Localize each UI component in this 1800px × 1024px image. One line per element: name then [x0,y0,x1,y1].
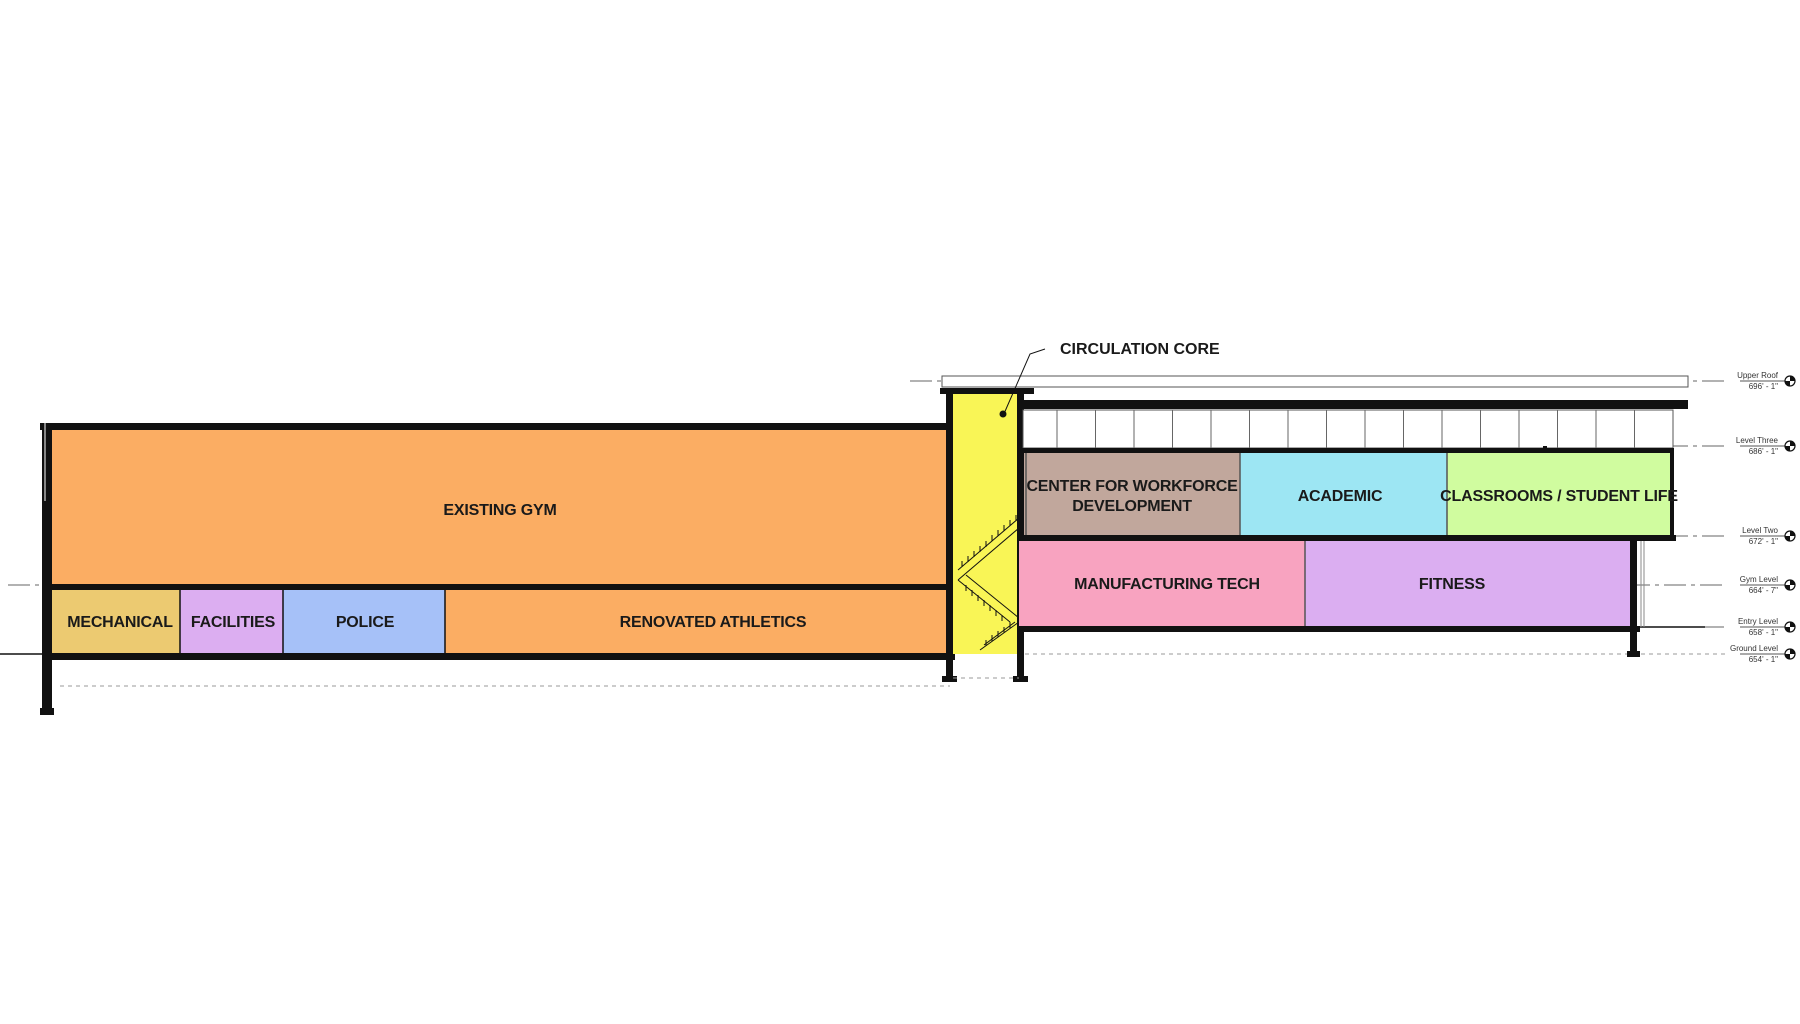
level-datum-fill [1785,531,1795,541]
level-marker: Level Two 672' - 1" [1740,526,1796,546]
level-marker: Entry Level 658' - 1" [1738,617,1796,637]
level-name: Level Three [1736,436,1779,445]
stair-treads [961,515,1017,646]
level-name: Ground Level [1730,644,1778,653]
floor-slab-level-two [1020,535,1676,541]
stair-icon [957,515,1020,651]
label-facilities: FACILITIES [191,614,276,631]
label-workforce-line2: DEVELOPMENT [1072,498,1192,515]
floor-slab-ground [46,653,955,660]
level-elevation: 672' - 1" [1749,537,1778,546]
floor-slab-gym [46,584,955,590]
level-datum-fill [1785,649,1795,659]
partitions-east [1025,453,1448,627]
facilities-zone [180,590,283,654]
level-datum-fill [1785,580,1795,590]
level-marker: Ground Level 654' - 1" [1730,644,1796,664]
level-datum-fill [1785,622,1795,632]
callout-label: CIRCULATION CORE [1060,341,1220,358]
existing-building [40,392,957,715]
level-marker: Upper Roof 696' - 1" [1737,371,1796,391]
label-workforce-line1: CENTER FOR WORKFORCE [1026,478,1238,495]
wall-east-upper [1670,448,1674,541]
existing-gym-zone [46,427,951,586]
label-fitness: FITNESS [1419,576,1486,593]
structure-west [40,392,957,715]
label-existing-gym: EXISTING GYM [443,502,556,519]
circulation-core [940,388,1034,682]
police-zone [283,590,445,654]
level-marker: Level Three 686' - 1" [1736,436,1796,456]
mechanical-zone [52,590,180,654]
label-police: POLICE [336,614,395,631]
level-marker: Gym Level 664' - 7" [1740,575,1796,595]
level-elevation: 696' - 1" [1749,382,1778,391]
level-elevation: 686' - 1" [1749,447,1778,456]
stair-flight-lower-rail [965,574,1020,619]
roof-slab-new [1020,402,1688,409]
room-labels: EXISTING GYM MECHANICAL FACILITIES POLIC… [67,478,1678,631]
clerestory-mullions [1056,410,1635,448]
footing-west [40,708,54,715]
academic-zone [1240,453,1447,535]
level-datum-fill [1785,441,1795,451]
clerestory-band [1022,409,1674,449]
level-name: Level Two [1742,526,1778,535]
label-manufacturing: MANUFACTURING TECH [1074,576,1260,593]
footing-east [1627,651,1640,657]
workforce-zone [1024,453,1240,535]
level-datum-fill [1785,376,1795,386]
stair-flight-upper-rail [957,527,1020,581]
label-academic: ACADEMIC [1298,488,1383,505]
level-elevation: 654' - 1" [1749,655,1778,664]
wall-core-west [946,392,953,679]
core-roof-slab [940,388,1034,394]
footing-core-east [1013,676,1028,682]
structure-east [1019,400,1688,657]
floor-slab-level-three [1020,448,1672,453]
manufacturing-zone [1019,541,1305,627]
wall-west-outer [44,423,46,501]
column-east [1630,541,1637,653]
level-name: Gym Level [1740,575,1778,584]
east-curtain-wall [1640,541,1645,627]
roof-drain [1543,446,1547,450]
footing-core-west [942,676,957,682]
new-addition [941,375,1689,657]
level-name: Entry Level [1738,617,1778,626]
label-classrooms: CLASSROOMS / STUDENT LIFE [1440,488,1678,505]
label-mechanical: MECHANICAL [67,614,173,631]
circulation-core-zone [953,392,1019,654]
level-name: Upper Roof [1737,371,1779,380]
upper-roof-parapet [941,375,1689,388]
label-renovated-athletics: RENOVATED ATHLETICS [620,614,807,631]
wall-west [42,423,52,712]
classrooms-zone [1447,453,1672,535]
level-elevation: 664' - 7" [1749,586,1778,595]
callout-dot [999,410,1007,418]
floor-slab-entry [1019,626,1640,632]
level-elevation: 658' - 1" [1749,628,1778,637]
circulation-core-callout: CIRCULATION CORE [999,341,1220,418]
partitions-west [179,590,446,654]
core-east-upper-post [1019,392,1023,448]
roof-slab-upper [1020,400,1688,403]
fitness-zone [1305,541,1634,627]
renovated-athletics-zone [445,590,951,654]
callout-leader [1002,348,1046,417]
roof-slab-existing [40,423,955,430]
